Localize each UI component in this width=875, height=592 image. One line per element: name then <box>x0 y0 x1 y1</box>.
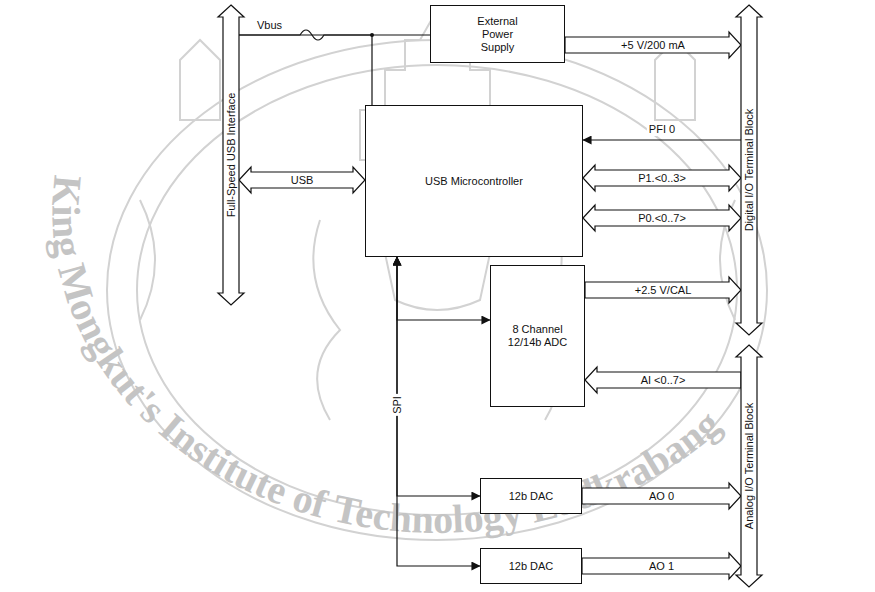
signal-label: Vbus <box>255 19 284 32</box>
bus-label: Digital I/O Terminal Block <box>743 109 756 232</box>
signal-label: USB <box>289 174 316 187</box>
digital-terminal-bus: Digital I/O Terminal Block <box>736 5 762 335</box>
connector-line <box>397 257 480 496</box>
bus-arrow <box>583 165 741 191</box>
connector <box>582 553 741 579</box>
box-label: 8 Channel 12/14b ADC <box>497 323 578 349</box>
bus-arrow <box>583 205 741 231</box>
box-label: 12b DAC <box>509 560 554 573</box>
power-supply-box: External Power Supply <box>430 5 565 63</box>
signal-label: AI <0..7> <box>639 374 688 387</box>
connector <box>583 140 741 141</box>
connector <box>397 257 480 566</box>
usb-bus: Full-Speed USB Interface <box>218 5 244 305</box>
box-label: External Power Supply <box>467 15 529 54</box>
bus-arrow <box>239 167 365 193</box>
connector <box>583 165 741 191</box>
connector <box>239 33 374 105</box>
bus-label: Full-Speed USB Interface <box>225 93 238 218</box>
bus-arrow <box>565 32 741 58</box>
connector <box>582 483 741 509</box>
adc-box: 8 Channel 12/14b ADC <box>490 265 585 407</box>
signal-label: +2.5 V/CAL <box>633 284 694 297</box>
connector <box>239 167 365 193</box>
signal-label: PFI 0 <box>647 123 677 136</box>
connector-line <box>239 35 372 105</box>
junction-dot <box>370 33 374 37</box>
connector-line <box>397 257 480 566</box>
bus-label: Analog I/O Terminal Block <box>743 403 756 529</box>
connector <box>585 277 741 303</box>
signal-label: AO 1 <box>647 560 676 573</box>
signal-label: P0.<0..7> <box>636 212 688 225</box>
bus-arrow <box>736 345 762 587</box>
microcontroller-box: USB Microcontroller <box>365 105 583 257</box>
bus-arrow <box>218 5 244 305</box>
signal-label: SPI <box>391 394 404 416</box>
connector <box>397 257 480 496</box>
signal-label: P1.<0..3> <box>636 172 688 185</box>
bus-arrow <box>585 367 741 393</box>
signal-label: +5 V/200 mA <box>619 39 687 52</box>
bus-arrow <box>585 277 741 303</box>
signal-label: AO 0 <box>647 490 676 503</box>
box-label: 12b DAC <box>509 490 554 503</box>
dac-box: 12b DAC <box>480 548 582 584</box>
connector-line <box>583 139 741 140</box>
connector <box>585 367 741 393</box>
connector <box>565 32 741 58</box>
box-label: USB Microcontroller <box>425 175 523 188</box>
connector <box>583 205 741 231</box>
bus-arrow <box>582 483 741 509</box>
dac-box: 12b DAC <box>480 478 582 514</box>
connector-line <box>397 257 490 320</box>
bus-arrow <box>582 553 741 579</box>
connector <box>397 257 490 320</box>
bus-arrow <box>736 5 762 335</box>
analog-terminal-bus: Analog I/O Terminal Block <box>736 345 762 587</box>
